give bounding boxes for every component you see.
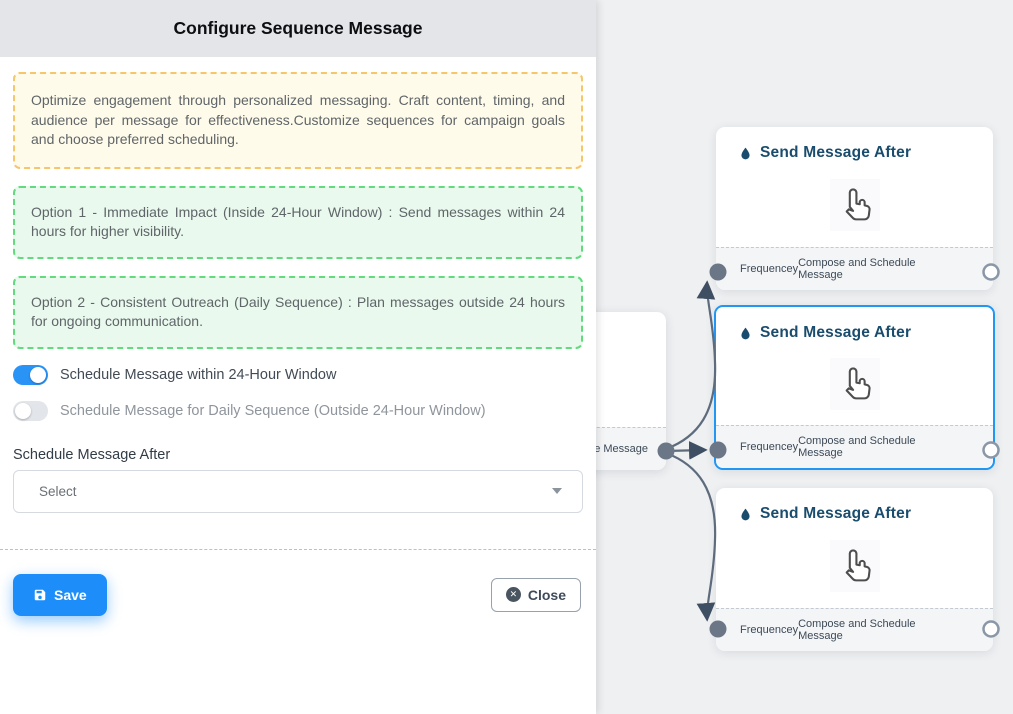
node-input-label: Frequencey bbox=[740, 263, 799, 275]
node-title: Send Message After bbox=[716, 488, 993, 523]
close-icon: ✕ bbox=[505, 587, 521, 602]
toggle-daily-label: Schedule Message for Daily Sequence (Out… bbox=[60, 402, 486, 419]
flow-node-send-message-1[interactable]: Send Message After Frequencey Compose an… bbox=[716, 127, 993, 290]
edge-to-node-1 bbox=[665, 280, 717, 451]
chevron-down-icon bbox=[552, 488, 562, 494]
node-body[interactable] bbox=[716, 523, 993, 608]
flow-node-send-message-2[interactable]: Send Message After Frequencey Compose an… bbox=[714, 305, 995, 470]
edge-to-node-3 bbox=[665, 451, 717, 622]
panel-header: Configure Sequence Message bbox=[0, 0, 596, 57]
toggle-knob bbox=[30, 366, 46, 383]
toggle-row-24hr: Schedule Message within 24-Hour Window bbox=[13, 364, 583, 385]
partial-node-label: ce Message bbox=[596, 443, 648, 455]
option2-note: Option 2 - Consistent Outreach (Daily Se… bbox=[13, 275, 583, 349]
partial-node-footer: ce Message bbox=[596, 427, 666, 470]
flow-node-send-message-3[interactable]: Send Message After Frequencey Compose an… bbox=[716, 488, 993, 651]
node-footer: Frequencey Compose and Schedule Message bbox=[716, 608, 993, 651]
close-button[interactable]: ✕ Close bbox=[490, 577, 581, 612]
node-output-label: Compose and Schedule Message bbox=[798, 257, 916, 281]
node-title: Send Message After bbox=[716, 127, 993, 162]
node-body[interactable] bbox=[716, 162, 993, 247]
droplet-icon bbox=[741, 327, 750, 339]
save-button-label: Save bbox=[54, 586, 87, 603]
toggle-knob bbox=[15, 402, 31, 419]
page-title: Configure Sequence Message bbox=[173, 18, 423, 38]
schedule-after-label: Schedule Message After bbox=[13, 446, 171, 463]
node-input-label: Frequencey bbox=[740, 441, 799, 453]
info-note: Optimize engagement through personalized… bbox=[13, 72, 583, 169]
toggle-24hr-label: Schedule Message within 24-Hour Window bbox=[60, 366, 337, 383]
tap-click-icon[interactable] bbox=[829, 357, 880, 410]
node-title-text: Send Message After bbox=[760, 144, 912, 161]
footer-divider bbox=[0, 548, 596, 550]
save-button[interactable]: Save bbox=[13, 573, 107, 616]
flow-canvas[interactable]: ce Message Send Message After Frequencey… bbox=[596, 0, 1013, 714]
tap-click-icon[interactable] bbox=[829, 178, 880, 231]
node-title-text: Send Message After bbox=[760, 505, 912, 522]
toggle-daily-sequence[interactable] bbox=[13, 400, 48, 421]
node-output-label: Compose and Schedule Message bbox=[798, 435, 916, 459]
toggle-row-daily: Schedule Message for Daily Sequence (Out… bbox=[13, 400, 583, 421]
droplet-icon bbox=[741, 508, 750, 520]
node-body[interactable] bbox=[716, 342, 993, 425]
edge-to-node-2 bbox=[665, 441, 708, 460]
select-value: Select bbox=[39, 483, 77, 499]
flow-node-partial[interactable]: ce Message bbox=[596, 312, 666, 470]
node-title: Send Message After bbox=[716, 307, 993, 342]
toggle-24hr-window[interactable] bbox=[13, 364, 48, 385]
node-title-text: Send Message After bbox=[760, 324, 912, 341]
schedule-after-select[interactable]: Select bbox=[13, 469, 583, 513]
node-input-label: Frequencey bbox=[740, 624, 799, 636]
droplet-icon bbox=[741, 147, 750, 159]
node-footer: Frequencey Compose and Schedule Message bbox=[716, 425, 993, 468]
node-output-label: Compose and Schedule Message bbox=[798, 618, 916, 642]
close-button-label: Close bbox=[527, 586, 566, 603]
node-footer: Frequencey Compose and Schedule Message bbox=[716, 247, 993, 290]
save-icon bbox=[34, 589, 46, 600]
config-panel: Configure Sequence Message Optimize enga… bbox=[0, 0, 596, 714]
option1-note: Option 1 - Immediate Impact (Inside 24-H… bbox=[13, 185, 583, 259]
tap-click-icon[interactable] bbox=[829, 539, 880, 592]
